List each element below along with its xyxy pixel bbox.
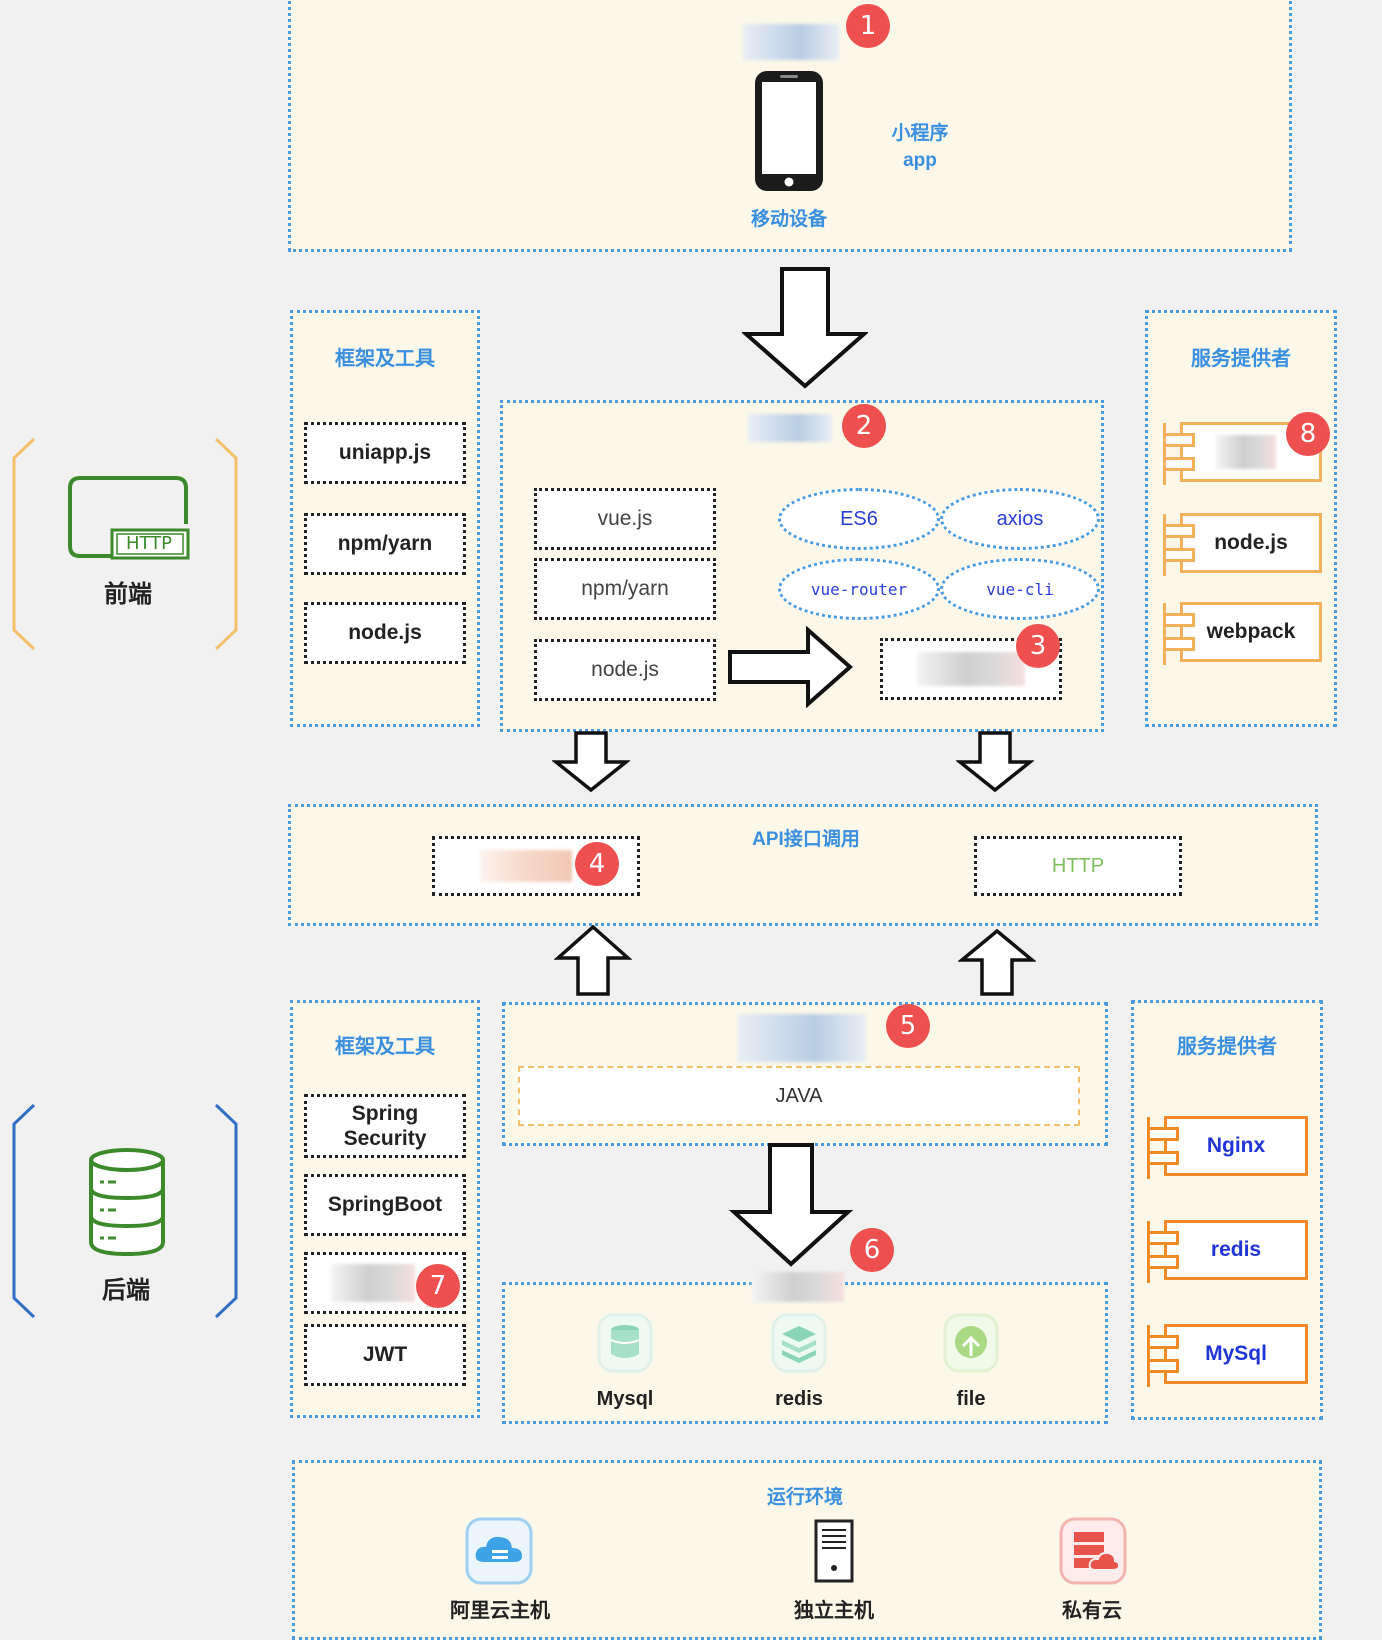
- http-tag-label: HTTP: [125, 533, 173, 554]
- runtime-aliyun-label: 阿里云主机: [450, 1600, 550, 1622]
- badge-3: 3: [1016, 624, 1060, 668]
- api-title: API接口调用: [752, 829, 860, 850]
- ellipse-vue-cli: vue-cli: [940, 558, 1100, 620]
- badge-7: 7: [416, 1264, 460, 1308]
- backend-tool-spring-security: Spring Security: [304, 1094, 466, 1158]
- mobile-device-label: 移动设备: [750, 209, 827, 230]
- arrow-up-small-icon: [554, 924, 632, 996]
- frontend-core-node: node.js: [534, 639, 716, 701]
- frontend-core-vue: vue.js: [534, 488, 716, 550]
- badge-8: 8: [1286, 412, 1330, 456]
- api-http-box: HTTP: [974, 836, 1182, 896]
- runtime-title: 运行环境: [766, 1487, 843, 1508]
- provider-redacted-text: [1216, 435, 1276, 469]
- frontend-bracket-left: [12, 437, 36, 651]
- badge-1: 1: [846, 4, 890, 48]
- database-icon: [89, 1148, 165, 1257]
- frontend-tool-node: node.js: [304, 602, 466, 664]
- file-storage-icon: [943, 1313, 999, 1373]
- provider-nginx-label: Nginx: [1206, 1134, 1266, 1157]
- java-box: JAVA: [518, 1066, 1080, 1126]
- arrow-up-small-icon-2: [958, 928, 1036, 996]
- ellipse-axios: axios: [940, 488, 1100, 550]
- provider-mysql-label: MySql: [1205, 1342, 1267, 1365]
- badge-5: 5: [886, 1004, 930, 1048]
- frontend-provider-node: node.js: [1163, 513, 1322, 576]
- phone-icon: [755, 71, 823, 191]
- frontend-tool-npm: npm/yarn: [304, 513, 466, 575]
- arrow-right-icon: [728, 626, 854, 708]
- mobile-caption-line2: app: [903, 150, 937, 171]
- java-label: JAVA: [775, 1084, 823, 1107]
- ellipse-vue-router: vue-router: [778, 558, 940, 620]
- frontend-bracket-right: [214, 437, 238, 651]
- frontend-provider-webpack: webpack: [1163, 602, 1322, 665]
- arrow-down-icon-2: [728, 1143, 854, 1267]
- backend-bracket-right: [214, 1103, 238, 1319]
- badge-6: 6: [850, 1228, 894, 1272]
- backend-label: 后端: [102, 1277, 150, 1304]
- badge-4: 4: [575, 842, 619, 886]
- arrow-down-icon: [742, 267, 868, 389]
- api-http-label: HTTP: [1051, 854, 1105, 877]
- backend-bracket-left: [12, 1103, 36, 1319]
- backend-tool-springboot: SpringBoot: [304, 1174, 466, 1236]
- runtime-private-cloud-label: 私有云: [1062, 1600, 1122, 1622]
- backend-tool-jwt: JWT: [304, 1324, 466, 1386]
- mobile-title-redacted: [743, 24, 839, 60]
- provider-redis-label: redis: [1210, 1238, 1262, 1261]
- browser-http-icon: [68, 476, 190, 560]
- frontend-core-npm: npm/yarn: [534, 558, 716, 620]
- backend-provider-nginx: Nginx: [1147, 1116, 1308, 1179]
- backend-provider-redis: redis: [1147, 1220, 1308, 1283]
- storage-redis-label: redis: [775, 1388, 823, 1410]
- backend-core-title-redacted: [738, 1014, 866, 1062]
- runtime-panel: [292, 1460, 1322, 1640]
- frontend-label: 前端: [104, 581, 152, 608]
- frontend-tools-title: 框架及工具: [335, 348, 435, 370]
- storage-title-redacted: [752, 1272, 844, 1302]
- private-cloud-icon: [1059, 1517, 1127, 1585]
- cloud-host-icon: [465, 1517, 533, 1585]
- spring-security-label: Spring Security: [343, 1102, 427, 1150]
- mysql-storage-icon: [597, 1313, 653, 1373]
- runtime-standalone-label: 独立主机: [794, 1600, 874, 1622]
- provider-node-label: node.js: [1214, 531, 1288, 554]
- frontend-core-title-redacted: [748, 414, 832, 442]
- ellipse-es6: ES6: [778, 488, 940, 550]
- backend-tools-title: 框架及工具: [335, 1036, 435, 1058]
- server-host-icon: [814, 1519, 854, 1583]
- provider-webpack-label: webpack: [1206, 620, 1296, 643]
- backend-providers-title: 服务提供者: [1177, 1036, 1277, 1058]
- arrow-down-small-icon-2: [956, 731, 1034, 793]
- mobile-caption-line1: 小程序: [891, 123, 949, 144]
- frontend-tool-uniapp: uniapp.js: [304, 422, 466, 484]
- storage-mysql-label: Mysql: [596, 1388, 654, 1410]
- redis-storage-icon: [771, 1313, 827, 1373]
- backend-provider-mysql: MySql: [1147, 1324, 1308, 1387]
- api-module-redacted-text: [480, 850, 572, 882]
- build-output-redacted: [917, 652, 1025, 686]
- storage-file-label: file: [956, 1388, 986, 1410]
- frontend-providers-title: 服务提供者: [1191, 348, 1291, 370]
- backend-tool-redacted-text: [331, 1264, 415, 1302]
- badge-2: 2: [842, 404, 886, 448]
- arrow-down-small-icon: [552, 731, 630, 793]
